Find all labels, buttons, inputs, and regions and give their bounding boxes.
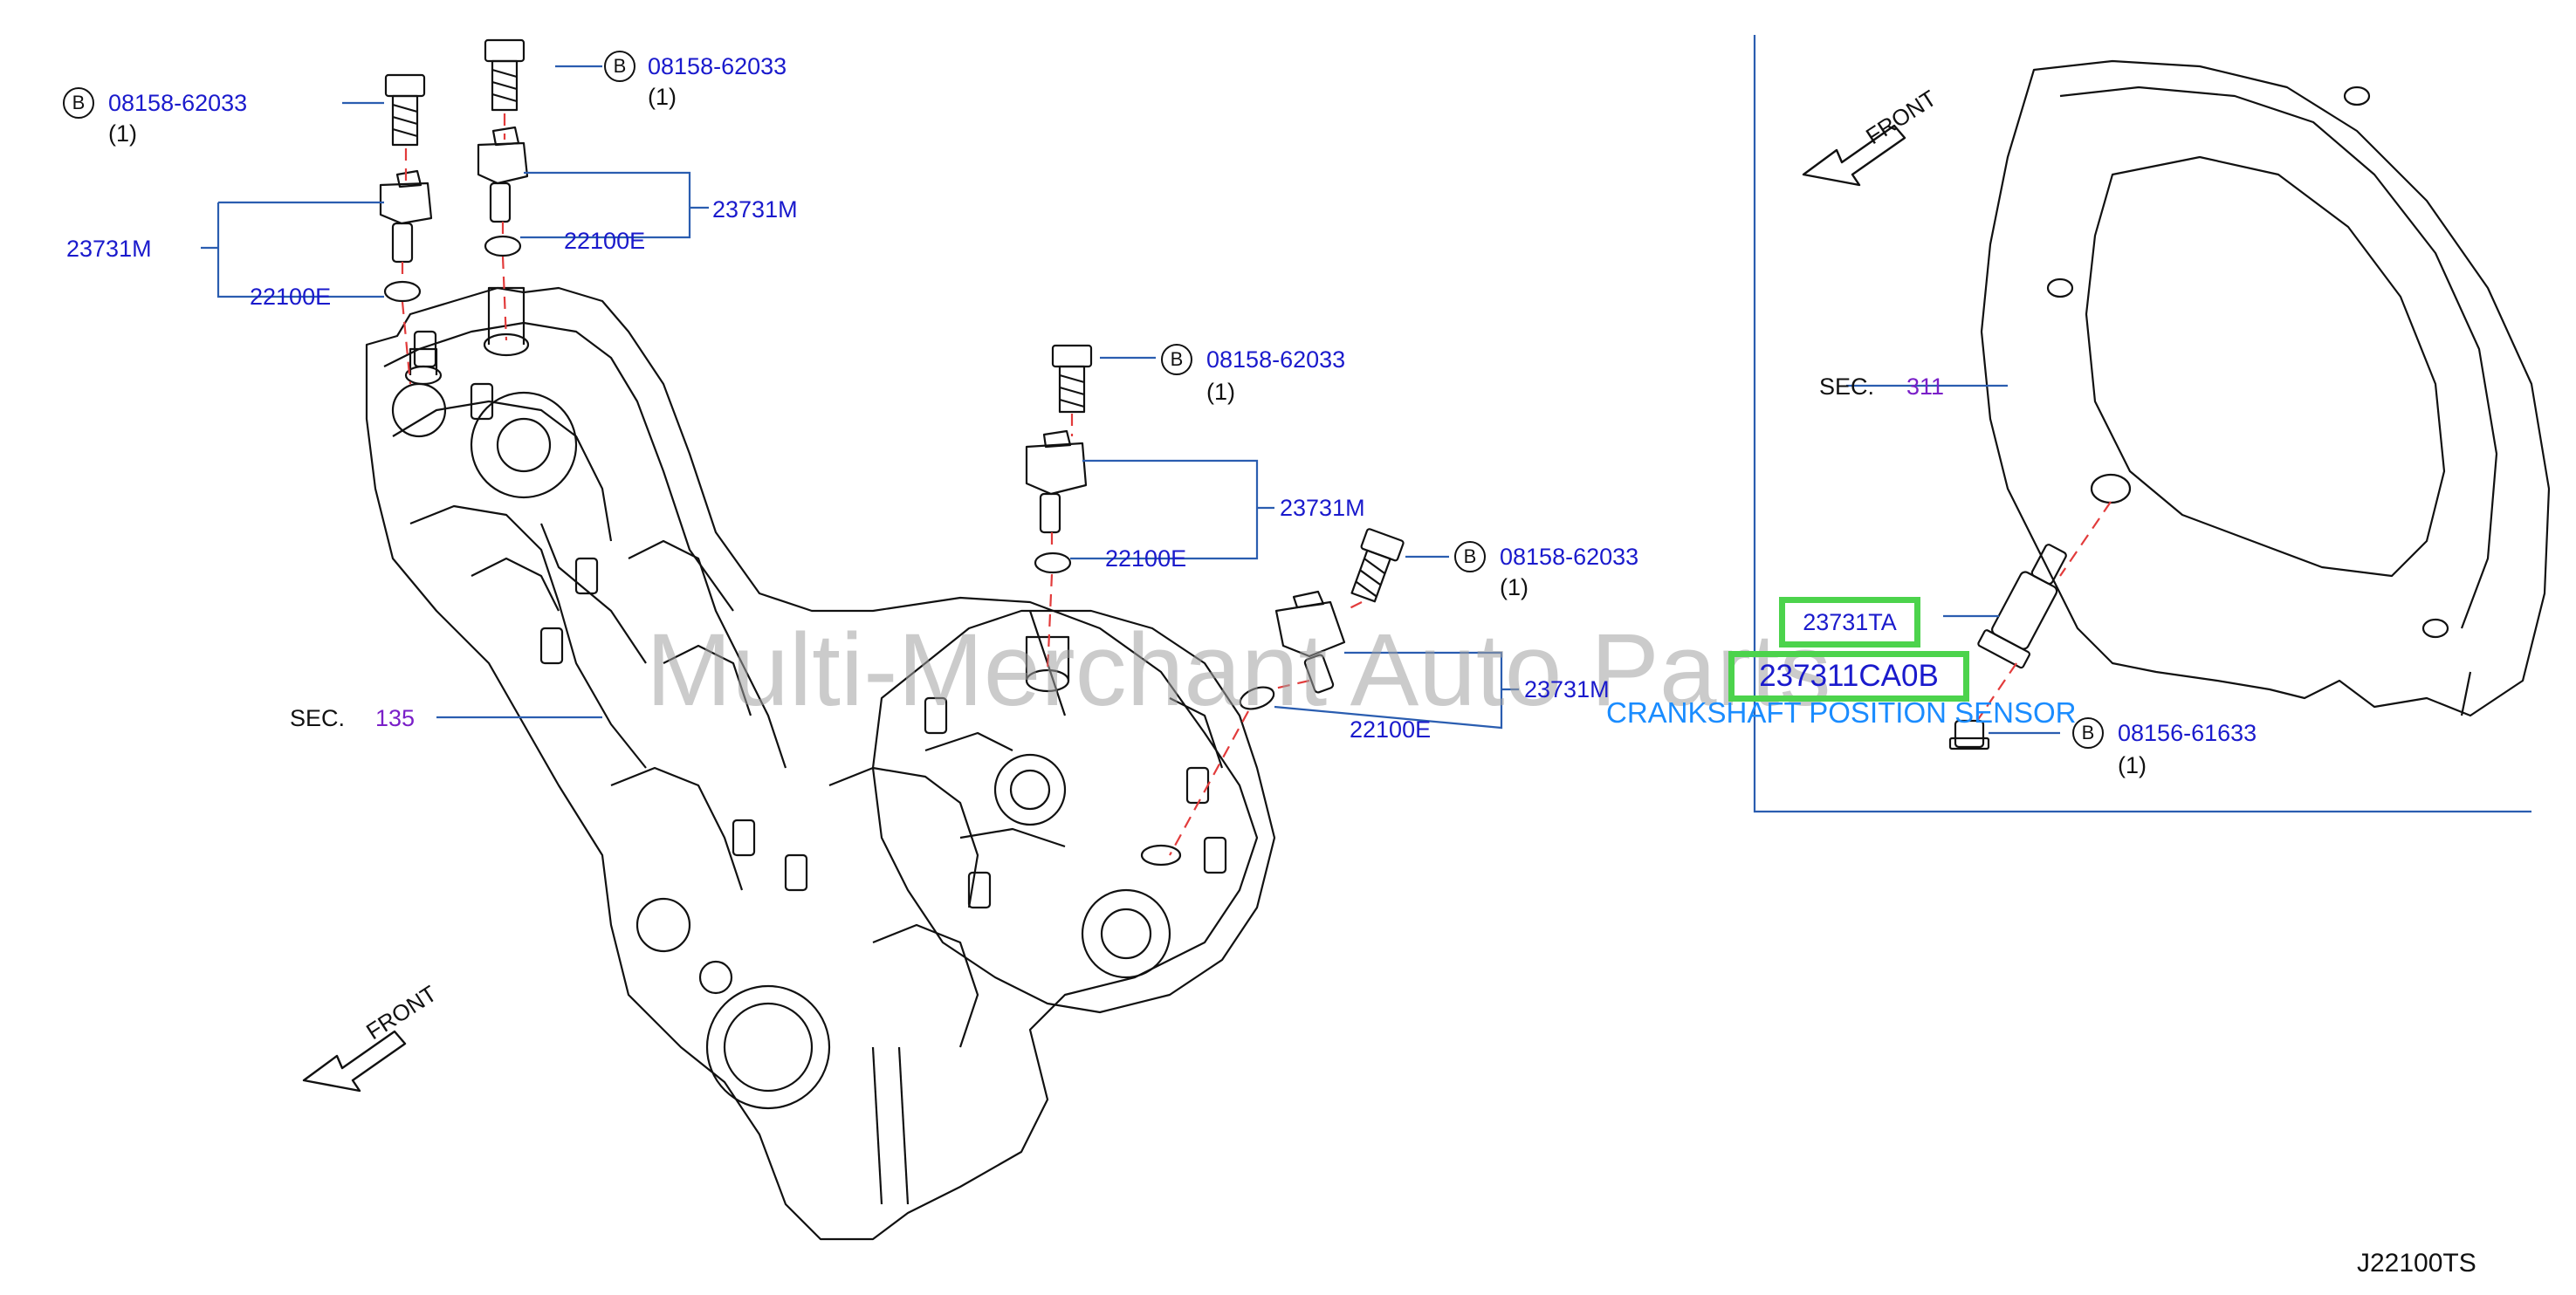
sec-number-left[interactable]: 135 bbox=[375, 705, 416, 731]
highlight-part-box[interactable]: 237311CA0B bbox=[1728, 651, 1969, 702]
sensor-label-a[interactable]: 23731M bbox=[66, 236, 152, 262]
sensor-label-c[interactable]: 23731M bbox=[1280, 495, 1365, 521]
oring-label-b[interactable]: 22100E bbox=[564, 228, 646, 254]
bolt-part-4[interactable]: 08158-62033 bbox=[1500, 544, 1639, 570]
bolt-qty-1: (1) bbox=[108, 120, 137, 147]
bolt-a bbox=[384, 73, 426, 147]
front-arrow-right bbox=[1802, 124, 1906, 187]
highlight-part-label: 237311CA0B bbox=[1759, 659, 1939, 693]
bolt-marker-5: B bbox=[2072, 717, 2104, 749]
bolt-marker-1: B bbox=[63, 87, 94, 119]
bolt-b bbox=[484, 38, 526, 112]
camshaft-sensor-d bbox=[1274, 590, 1346, 694]
bolt-qty-4: (1) bbox=[1500, 574, 1528, 600]
oring-b bbox=[484, 235, 522, 257]
right-head-outline bbox=[871, 609, 1276, 1014]
oring-label-d[interactable]: 22100E bbox=[1350, 716, 1432, 743]
bolt-part-1[interactable]: 08158-62033 bbox=[108, 90, 248, 116]
sec-label-left: SEC. bbox=[290, 705, 346, 731]
bolt-e bbox=[1948, 719, 1990, 750]
watermark: Multi-Merchant Auto Parts bbox=[646, 613, 1831, 728]
camshaft-sensor-c bbox=[1025, 429, 1088, 534]
sensor-part-label: 23731TA bbox=[1803, 609, 1897, 635]
bolt-part-5[interactable]: 08156-61633 bbox=[2118, 720, 2257, 746]
sensor-label-b[interactable]: 23731M bbox=[712, 196, 798, 223]
camshaft-sensor-b bbox=[477, 126, 529, 223]
oring-label-c[interactable]: 22100E bbox=[1105, 545, 1187, 572]
bolt-c bbox=[1051, 344, 1093, 414]
bolt-marker-3: B bbox=[1161, 344, 1192, 375]
oring-c bbox=[1034, 552, 1072, 574]
bolt-qty-3: (1) bbox=[1206, 379, 1235, 405]
sensor-name: CRANKSHAFT POSITION SENSOR bbox=[1606, 696, 2077, 729]
bolt-d bbox=[1350, 528, 1405, 603]
sensor-label-d[interactable]: 23731M bbox=[1524, 676, 1610, 702]
bolt-qty-2: (1) bbox=[648, 84, 677, 110]
timing-cover-outline bbox=[365, 286, 1259, 1241]
bolt-marker-4: B bbox=[1454, 541, 1486, 572]
camshaft-sensor-a bbox=[379, 169, 433, 264]
bolt-part-2[interactable]: 08158-62033 bbox=[648, 53, 787, 79]
oring-label-a[interactable]: 22100E bbox=[250, 284, 332, 310]
sensor-part-box[interactable]: 23731TA bbox=[1779, 597, 1920, 648]
bell-housing-outline bbox=[1980, 59, 2551, 717]
crankshaft-sensor bbox=[1977, 544, 2067, 669]
sec-label-right: SEC. bbox=[1819, 373, 1875, 400]
bolt-qty-5: (1) bbox=[2118, 752, 2147, 778]
oring-a bbox=[383, 280, 422, 303]
sec-number-right[interactable]: 311 bbox=[1906, 373, 1945, 400]
diagram-code: J22100TS bbox=[2357, 1249, 2476, 1278]
oring-d bbox=[1239, 686, 1275, 710]
bolt-marker-2: B bbox=[604, 51, 635, 82]
bolt-part-3[interactable]: 08158-62033 bbox=[1206, 346, 1346, 373]
front-arrow-left bbox=[302, 1030, 407, 1093]
